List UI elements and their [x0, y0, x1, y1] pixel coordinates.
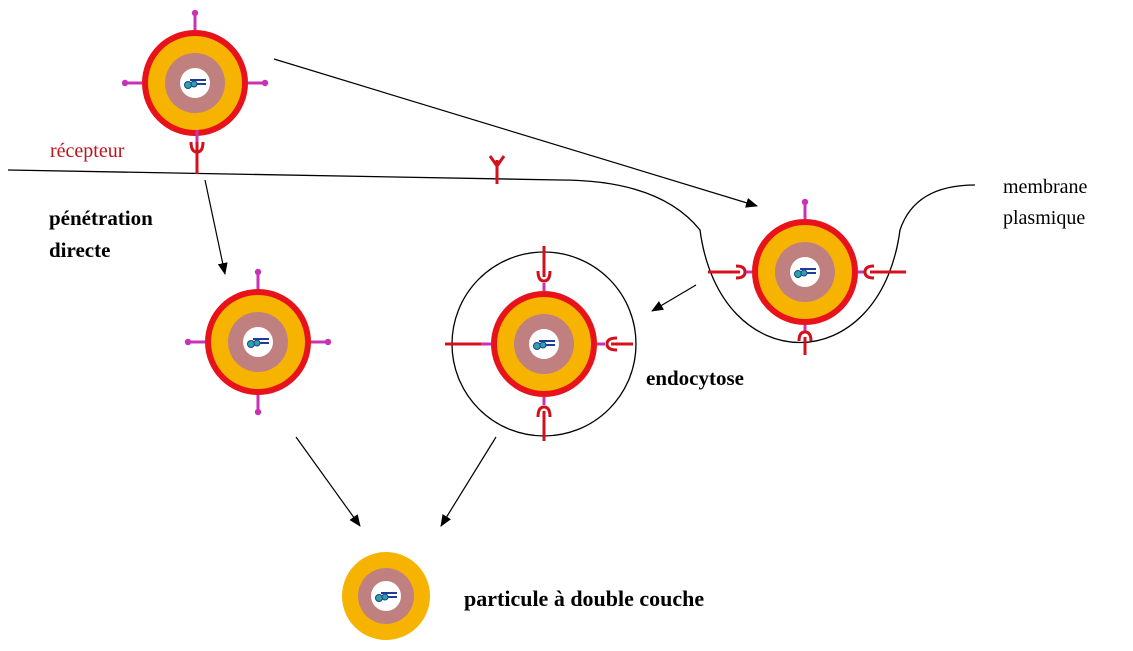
label-membrane-1: membrane — [1003, 176, 1088, 198]
label-double-layer-particle: particule à double couche — [464, 586, 704, 611]
virion-invaginating — [708, 197, 906, 355]
label-membrane-2: plasmique — [1003, 207, 1085, 229]
virion-free — [120, 8, 270, 136]
receptor-free — [488, 155, 506, 184]
arrow-direct-penetration — [204, 179, 228, 275]
label-endocytosis: endocytose — [646, 366, 744, 390]
double-layer-particle — [342, 552, 430, 640]
arrow-direct-to-particle — [295, 436, 361, 527]
label-receptor: récepteur — [50, 140, 125, 162]
plasma-membrane-line — [7, 169, 976, 344]
virion-direct — [183, 267, 333, 417]
receptor-bound-top — [189, 130, 205, 174]
arrow-to-invagination — [273, 58, 758, 208]
arrow-to-endocytosis — [651, 284, 697, 312]
label-direct-penetration-2: directe — [49, 238, 110, 262]
arrow-endocytosis-to-particle — [440, 436, 497, 527]
label-direct-penetration-1: pénétration — [49, 206, 153, 230]
virion-endocytosed — [445, 246, 633, 441]
